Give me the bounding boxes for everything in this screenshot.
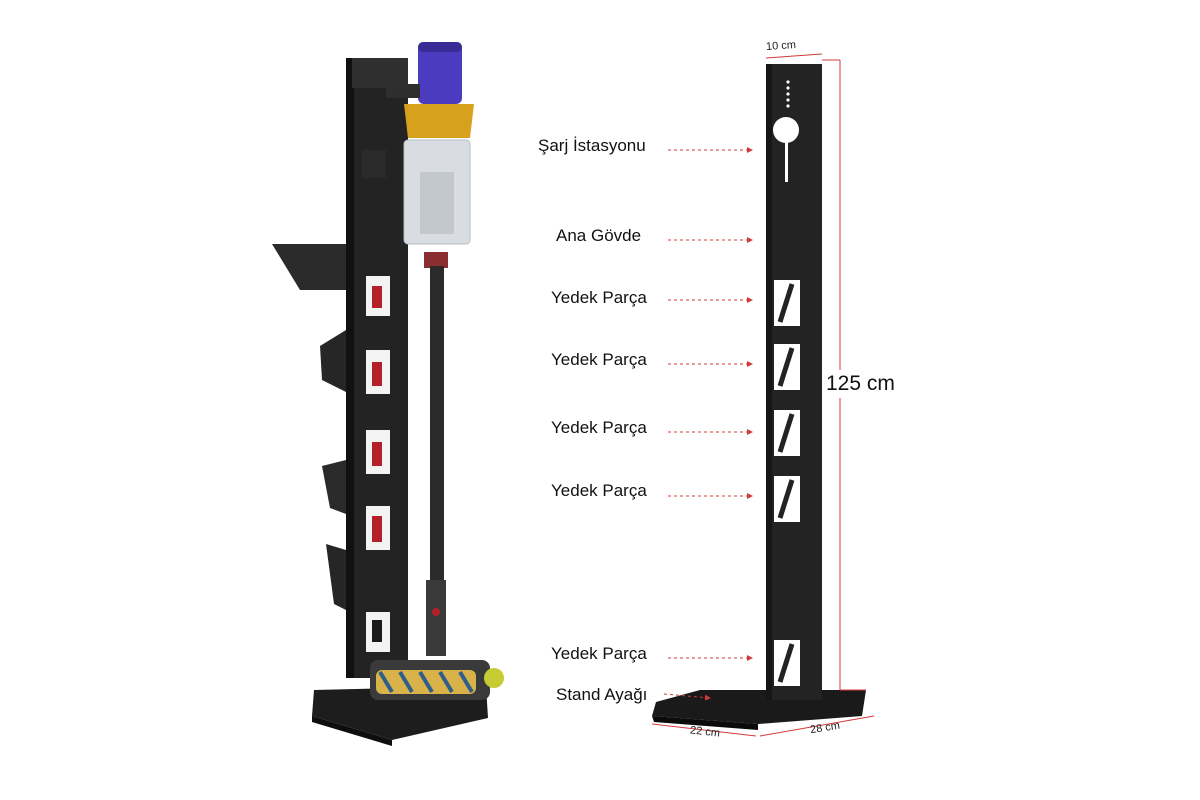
vacuum-cyclone [404,104,474,138]
spare-slot [774,280,800,326]
label-spare-part-3: Yedek Parça [551,418,647,437]
leader-lines [663,147,753,701]
spare-slot [774,640,800,686]
vacuum-top [418,42,462,104]
vacuum-wand [430,266,444,584]
empty-stand [652,64,866,730]
spare-slot [774,410,800,456]
spare-slot [774,476,800,522]
label-spare-part-5: Yedek Parça [551,644,647,663]
dimension-lines [651,53,875,737]
stand-with-vacuum [272,42,504,746]
label-spare-part-2: Yedek Parça [551,350,647,369]
charging-socket [773,117,799,143]
label-charging-station: Şarj İstasyonu [538,136,646,155]
label-spare-part-4: Yedek Parça [551,481,647,500]
spare-slot [774,344,800,390]
dimension-height: 125 cm [826,370,895,398]
dimension-top-width: 10 cm [765,38,797,54]
label-stand-foot: Stand Ayağı [556,685,648,704]
label-main-body: Ana Gövde [556,226,642,245]
label-spare-part-1: Yedek Parça [551,288,647,307]
